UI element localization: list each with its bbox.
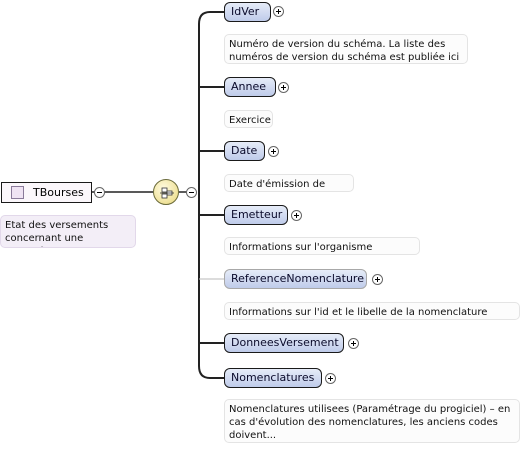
expand-emetteur-icon[interactable] [291,210,302,221]
root-documentation: Etat des versements concernant une prest… [0,215,136,248]
element-emetteur-label: Emetteur [231,208,283,221]
expand-annee-icon[interactable] [278,82,289,93]
doc-referencenomenclature: Informations sur l'id et le libelle de l… [224,302,520,320]
element-idver-label: IdVer [231,5,260,18]
collapse-toggle-icon[interactable] [94,187,105,198]
doc-annee: Exercice [224,110,273,128]
expand-idver-icon[interactable] [273,6,284,17]
element-annee-label: Annee [231,80,267,93]
doc-emetteur: Informations sur l'organisme emetteur [224,237,420,255]
doc-idver: Numéro de version du schéma. La liste de… [224,34,468,64]
root-element-tbourses[interactable]: TBourses [1,182,92,203]
expand-date-icon[interactable] [268,146,279,157]
element-date[interactable]: Date [224,141,265,161]
root-element-label: TBourses [33,186,84,199]
expand-nomenclatures-icon[interactable] [325,373,336,384]
element-annee[interactable]: Annee [224,77,276,97]
element-donneesversement-label: DonneesVersement [231,336,339,349]
sequence-compositor-icon[interactable] [153,179,179,205]
element-nomenclatures-label: Nomenclatures [231,371,315,384]
element-referencenomenclature[interactable]: ReferenceNomenclature [224,269,367,289]
complex-type-square-icon [11,186,24,199]
sequence-glyph-icon [160,187,174,199]
element-emetteur[interactable]: Emetteur [224,205,288,225]
expand-donneesversement-icon[interactable] [348,338,359,349]
element-idver[interactable]: IdVer [224,2,271,22]
trunk-line [198,11,211,379]
element-date-label: Date [231,144,258,157]
element-nomenclatures[interactable]: Nomenclatures [224,368,322,388]
element-referencenomenclature-label: ReferenceNomenclature [231,272,364,285]
expand-referencenomenclature-icon[interactable] [372,274,383,285]
doc-nomenclatures: Nomenclatures utilisees (Paramétrage du … [224,399,520,443]
sequence-collapse-toggle-icon[interactable] [186,187,197,198]
element-donneesversement[interactable]: DonneesVersement [224,333,344,353]
doc-date: Date d'émission de l'état [224,174,354,192]
